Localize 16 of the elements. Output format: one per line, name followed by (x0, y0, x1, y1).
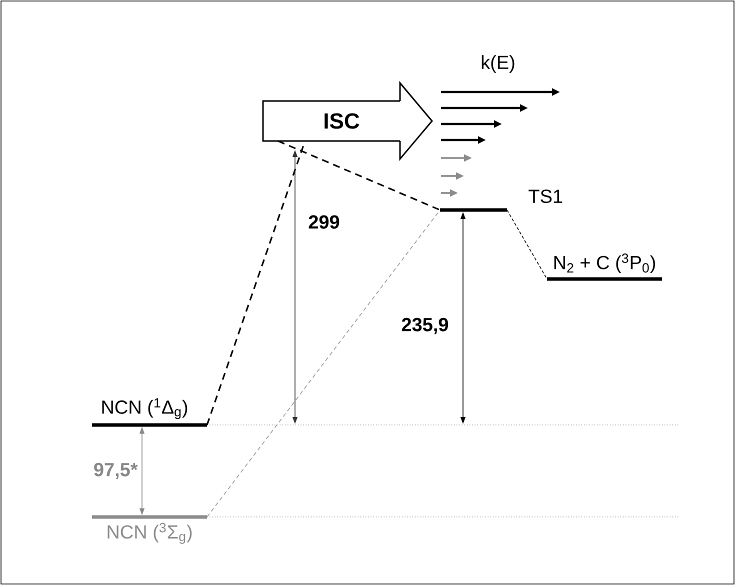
node-label: N$_{2}$ + C ($^{3}$P$_{0}$) (554, 254, 656, 274)
connector-line (278, 140, 440, 211)
edge-label: 97,5* (94, 462, 138, 480)
energy-level: NCN ($^{1}$Δ$_{g}$) (92, 398, 207, 427)
rate-label: k(E) (482, 55, 514, 73)
connector-line (206, 210, 440, 518)
value-label: 235,9 (402, 318, 448, 334)
energy-level: N$_{2}$ + C ($^{3}$P$_{0}$) (547, 254, 662, 281)
connector-line (506, 210, 548, 280)
node-label: TS1 (528, 190, 562, 204)
energy-level: TS1 (440, 190, 562, 212)
connector-line (206, 140, 306, 426)
node-label: NCN ($^{1}$Δ$_{g}$) (102, 398, 188, 420)
node-label: NCN ($^{3}$Σ$_{g}$) (108, 522, 192, 544)
value-label: 299 (308, 215, 340, 229)
energy-level: NCN ($^{3}$Σ$_{g}$) (92, 515, 207, 544)
